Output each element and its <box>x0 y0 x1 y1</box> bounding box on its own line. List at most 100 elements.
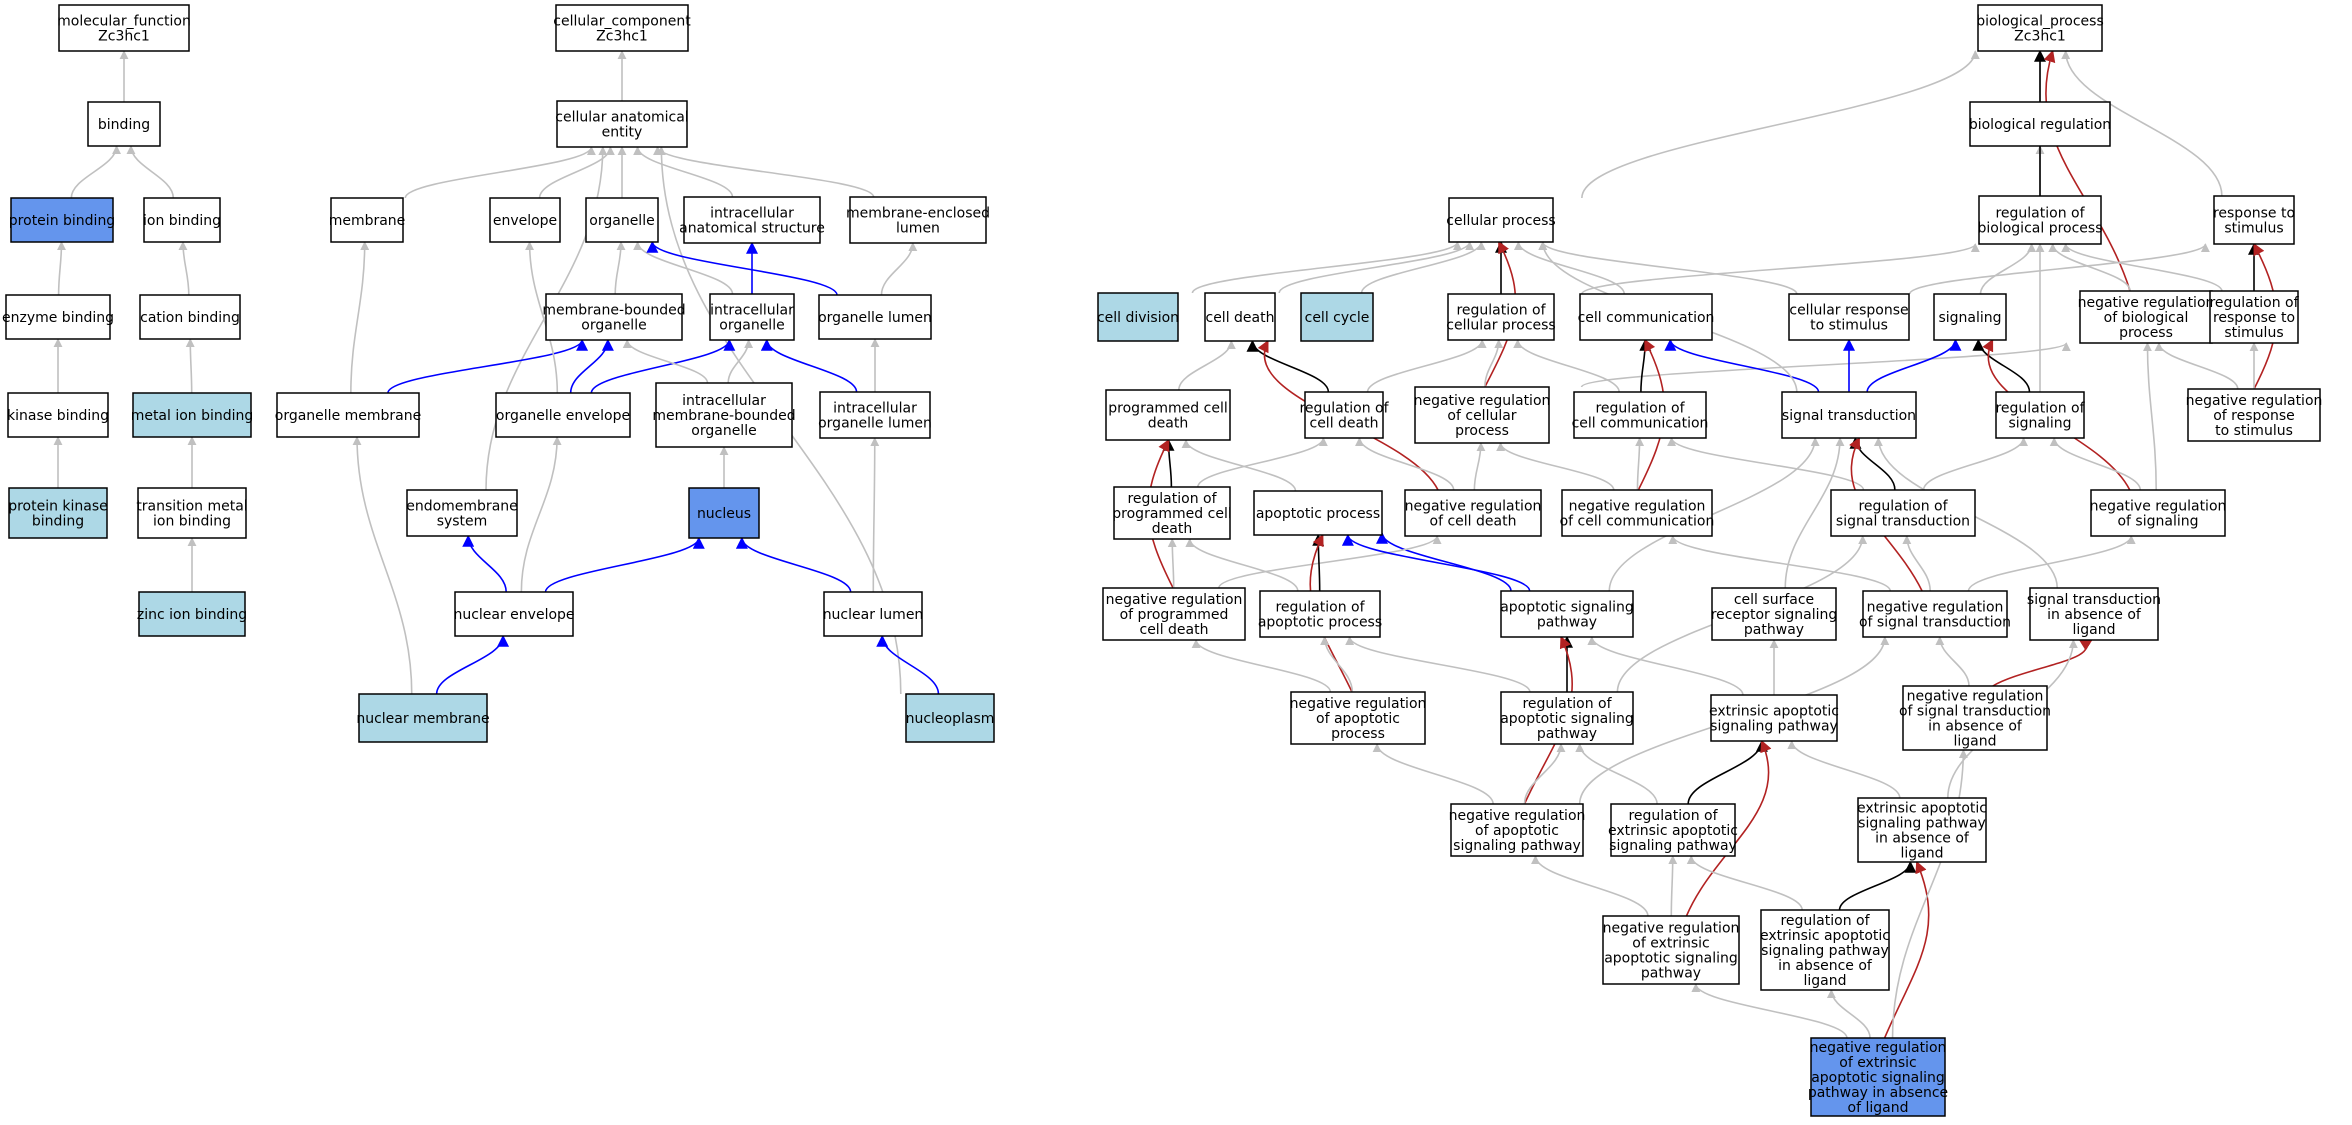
go-term-node-ccyc[interactable]: cell cycle <box>1300 292 1374 342</box>
go-term-box <box>1810 1037 1946 1117</box>
go-term-box <box>688 487 760 539</box>
go-term-label: negative regulation <box>1290 696 1427 712</box>
go-term-node-breg[interactable]: biological regulation <box>1969 101 2111 147</box>
edge-is-a-rcc-to-rcp <box>1513 339 1620 393</box>
go-term-node-protein-binding[interactable]: protein binding <box>9 197 115 243</box>
go-term-box <box>1610 803 1736 857</box>
go-term-label: regulation of <box>1995 206 2085 222</box>
go-term-label: Zc3hc1 <box>2014 29 2066 45</box>
go-term-node-membrane[interactable]: membrane <box>329 197 406 243</box>
go-term-node-binding[interactable]: binding <box>87 101 161 147</box>
go-term-node-ol[interactable]: organelle lumen <box>818 294 932 340</box>
go-term-box <box>849 196 987 244</box>
go-term-node-cation-binding[interactable]: cation binding <box>139 294 241 340</box>
go-term-box <box>585 197 659 243</box>
go-term-node-sig[interactable]: signaling <box>1933 293 2007 341</box>
go-term-node-ccomm[interactable]: cell communication <box>1578 293 1715 341</box>
go-term-node-enzyme-binding[interactable]: enzyme binding <box>2 294 114 340</box>
go-term-label: in absence of <box>2047 607 2142 623</box>
go-term-node-oe[interactable]: organelle envelope <box>495 392 631 438</box>
go-term-box <box>545 293 683 341</box>
edge-is-a-rst-to-rcc <box>1667 437 1865 491</box>
go-term-label: signaling pathway <box>1609 838 1737 854</box>
go-term-label: organelle <box>691 423 756 439</box>
go-term-node-zinc-ion-binding[interactable]: zinc ion binding <box>137 591 247 637</box>
go-term-node-nm[interactable]: nuclear membrane <box>356 693 490 743</box>
go-term-box <box>143 197 221 243</box>
go-term-node-metal-ion-binding[interactable]: metal ion binding <box>131 392 254 438</box>
edge-part-of-iol-to-io <box>760 338 858 393</box>
go-term-node-cp[interactable]: cellular process <box>1446 197 1556 243</box>
go-term-label: regulation of <box>1595 401 1685 417</box>
go-term-label: biological_process <box>1976 14 2104 30</box>
go-term-label: regulation of <box>1780 913 1870 929</box>
go-term-node-om[interactable]: organelle membrane <box>275 392 421 438</box>
go-term-node-envelope[interactable]: envelope <box>489 197 561 243</box>
go-term-node-cdiv[interactable]: cell division <box>1097 292 1179 342</box>
edge-is-a-membrane-to-cae <box>404 146 596 199</box>
go-term-node-organelle[interactable]: organelle <box>585 197 659 243</box>
go-term-node-kinase-binding[interactable]: kinase binding <box>7 392 109 438</box>
go-term-node-ap[interactable]: apoptotic process <box>1253 490 1383 536</box>
go-term-box <box>655 382 793 448</box>
go-term-node-np[interactable]: nucleoplasm <box>905 693 995 743</box>
edge-is-a-nrpcd-to-nrcd <box>1218 535 1442 589</box>
go-term-node-nucleus[interactable]: nucleus <box>688 487 760 539</box>
edge-regulates-rpcd-to-pcd <box>1162 438 1175 488</box>
go-term-node-cdeath[interactable]: cell death <box>1204 292 1276 342</box>
go-term-node-nl[interactable]: nuclear lumen <box>823 591 924 637</box>
go-term-box <box>1253 490 1383 536</box>
go-term-node-st[interactable]: signal transduction <box>1781 391 1917 439</box>
go-term-label: negative regulation <box>2186 393 2323 409</box>
go-term-node-ne[interactable]: nuclear envelope <box>453 591 575 637</box>
edge-is-a-nrap-to-rap <box>1320 636 1354 693</box>
go-term-node-ion-binding[interactable]: ion binding <box>143 197 221 243</box>
